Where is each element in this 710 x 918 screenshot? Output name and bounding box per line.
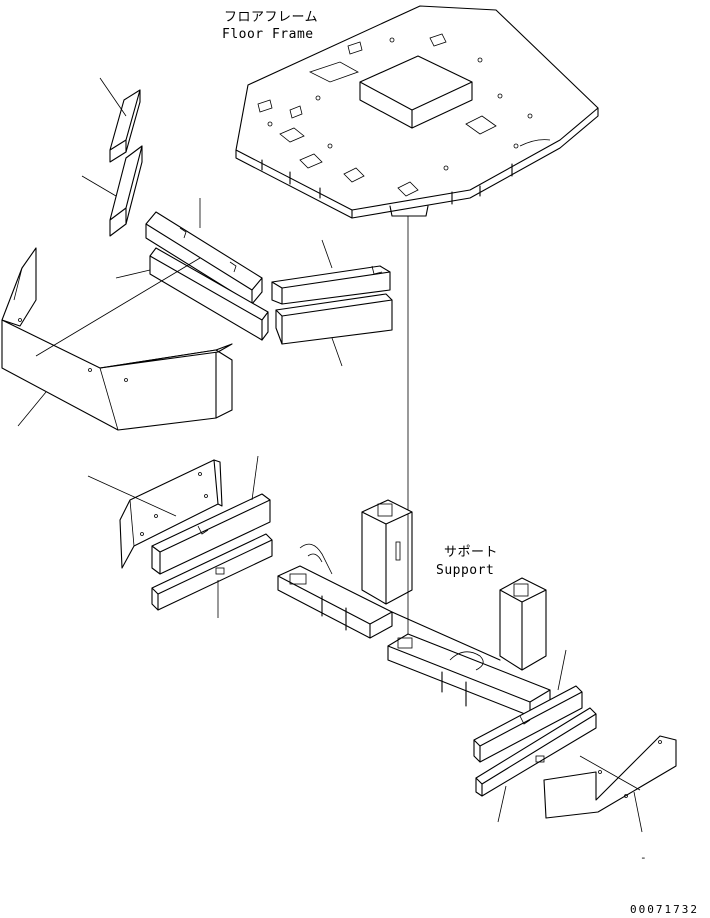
strip-right-lower (275, 293, 393, 345)
support-assembly (277, 499, 551, 717)
support-label-jp: サポート (444, 545, 499, 560)
floor-frame-plate (235, 5, 599, 219)
strip-middle-upper (151, 493, 271, 575)
cover-lower-right (543, 735, 677, 819)
strip-lower-right-lower (475, 707, 597, 797)
floor-frame-label-en: Floor Frame (222, 27, 314, 42)
dash-mark: - (640, 851, 648, 864)
strip-left-lower (149, 247, 269, 341)
floor-frame-label-jp: フロアフレーム (224, 10, 319, 25)
strip-lower-right-upper (473, 685, 583, 763)
cover-left-corner (1, 247, 233, 431)
strip-right-upper (271, 265, 391, 305)
pad-upper-left-2 (109, 145, 143, 237)
bracket-middle-left (119, 459, 223, 569)
leader-lines (17, 77, 643, 833)
strip-middle-lower (151, 533, 273, 611)
pad-upper-left-1 (109, 89, 141, 163)
strip-left-upper (145, 211, 263, 305)
document-number: 00071732 (630, 903, 699, 916)
support-label-en: Support (436, 563, 495, 578)
